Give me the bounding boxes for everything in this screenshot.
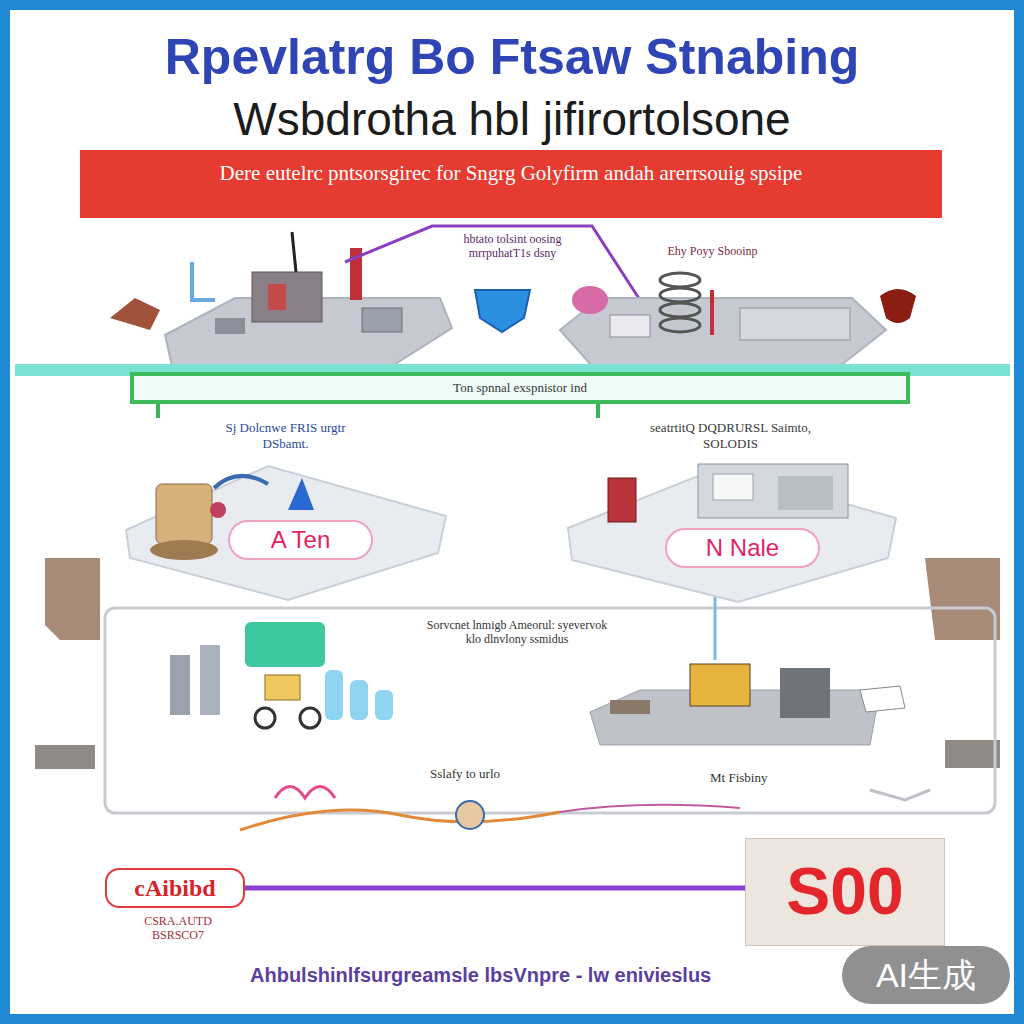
- shield-emblem: [475, 290, 530, 332]
- dark-box: [780, 668, 830, 718]
- node-text: Sj Dolcnwe FRIS urgtr DSbamt.: [206, 420, 366, 451]
- yellow-machine: [690, 664, 750, 706]
- node-text: S00: [756, 839, 934, 943]
- pink-dome: [572, 286, 608, 314]
- name-box: cAibibd: [105, 868, 245, 908]
- chair-figure: [156, 484, 212, 544]
- bracket: [192, 262, 215, 300]
- grid-block: [362, 308, 402, 332]
- footer-text: Ahbulshinlfsurgreamsle lbsVnpre - lw eni…: [250, 964, 835, 987]
- machine: [252, 272, 322, 322]
- node-text: AI生成: [856, 946, 996, 1004]
- pink-curve: [560, 805, 740, 812]
- note-text: Sslafy to urlo: [428, 766, 538, 782]
- red-cabinet: [608, 478, 636, 522]
- pink-curve: [275, 787, 335, 799]
- machine-part: [778, 476, 833, 510]
- sign-box: S00: [745, 838, 945, 946]
- note-text: Mt Fisbiny: [708, 770, 808, 786]
- side-block: [45, 558, 100, 640]
- lower-panel: [105, 608, 995, 813]
- top-left-scene: [110, 232, 452, 366]
- note-text: CSRA.AUTD BSRSCO7: [128, 914, 228, 943]
- node-text: Dere eutelrc pntsorsgirec for Sngrg Goly…: [121, 160, 901, 187]
- page-frame: [5, 5, 1019, 1019]
- tank: [350, 680, 368, 720]
- yellow-crate: [265, 675, 300, 700]
- gray-curve: [870, 790, 930, 800]
- connector: [245, 886, 745, 891]
- tank: [375, 690, 393, 720]
- tray: [610, 700, 650, 714]
- coil: [660, 288, 700, 302]
- brown-object: [110, 298, 160, 330]
- scene-panel: seatrtitQ DQDRURSL Saimto, SOLODIS N Nale: [558, 418, 903, 603]
- top-right-scene: [560, 273, 916, 366]
- figure: [456, 801, 484, 829]
- coil: [660, 303, 700, 317]
- paper: [860, 686, 905, 712]
- box: [215, 318, 245, 334]
- machine: [698, 464, 848, 518]
- watermark: AI生成: [842, 946, 1010, 1004]
- device: [740, 308, 850, 340]
- node-text: seatrtitQ DQDRURSL Saimto, SOLODIS: [646, 420, 816, 451]
- machine-part: [268, 284, 286, 310]
- node-text: Ton spnnal exspnistor ind: [142, 380, 898, 396]
- pillar: [170, 655, 190, 715]
- base: [150, 540, 218, 560]
- screen: [713, 474, 753, 500]
- wheel: [255, 708, 275, 728]
- platform: [560, 298, 886, 366]
- node-text: cAibibd: [117, 870, 233, 906]
- device: [610, 315, 650, 337]
- coil: [660, 318, 700, 332]
- title-banner: Dere eutelrc pntsorsgirec for Sngrg Goly…: [80, 150, 942, 218]
- wheel: [300, 708, 320, 728]
- teal-machine: [245, 622, 325, 667]
- red-pot: [880, 289, 916, 323]
- pill-label: N Nale: [665, 528, 820, 568]
- plate: [126, 466, 446, 600]
- pill-label: A Ten: [228, 520, 373, 560]
- side-block: [35, 745, 95, 769]
- red-rod: [710, 290, 714, 335]
- pole: [292, 232, 296, 272]
- squiggles: [240, 787, 930, 831]
- scene-panel: Sj Dolcnwe FRIS urgtr DSbamt. A Ten: [118, 418, 453, 603]
- lower-left-scene: [170, 622, 393, 728]
- note-text: Sorvcnet lnmigb Ameorul: syevervok klo d…: [422, 618, 612, 647]
- section-bar: Ton spnnal exspnistor ind: [130, 372, 910, 404]
- node-text: N Nale: [679, 530, 806, 566]
- note-text: Ehy Poyy Sbooinp: [655, 244, 770, 258]
- coil: [660, 273, 700, 287]
- title: Rpevlatrg Bo Ftsaw Stnabing: [0, 28, 1024, 86]
- side-block: [945, 740, 1000, 768]
- blue-arc: [214, 476, 268, 488]
- side-block: [925, 558, 1000, 640]
- orange-curve: [240, 810, 560, 830]
- note-text: hbtato tolsint oosing mrrpuhatT1s dsny: [440, 232, 585, 261]
- tank: [325, 670, 343, 720]
- pillar: [200, 645, 220, 715]
- dot: [210, 502, 226, 518]
- subtitle: Wsbdrotha hbl jifirortolsone: [0, 92, 1024, 146]
- node-text: A Ten: [242, 522, 359, 558]
- blue-marker: [288, 478, 314, 510]
- connector: [156, 404, 160, 418]
- connector: [596, 404, 600, 418]
- lower-right-scene: [590, 664, 905, 745]
